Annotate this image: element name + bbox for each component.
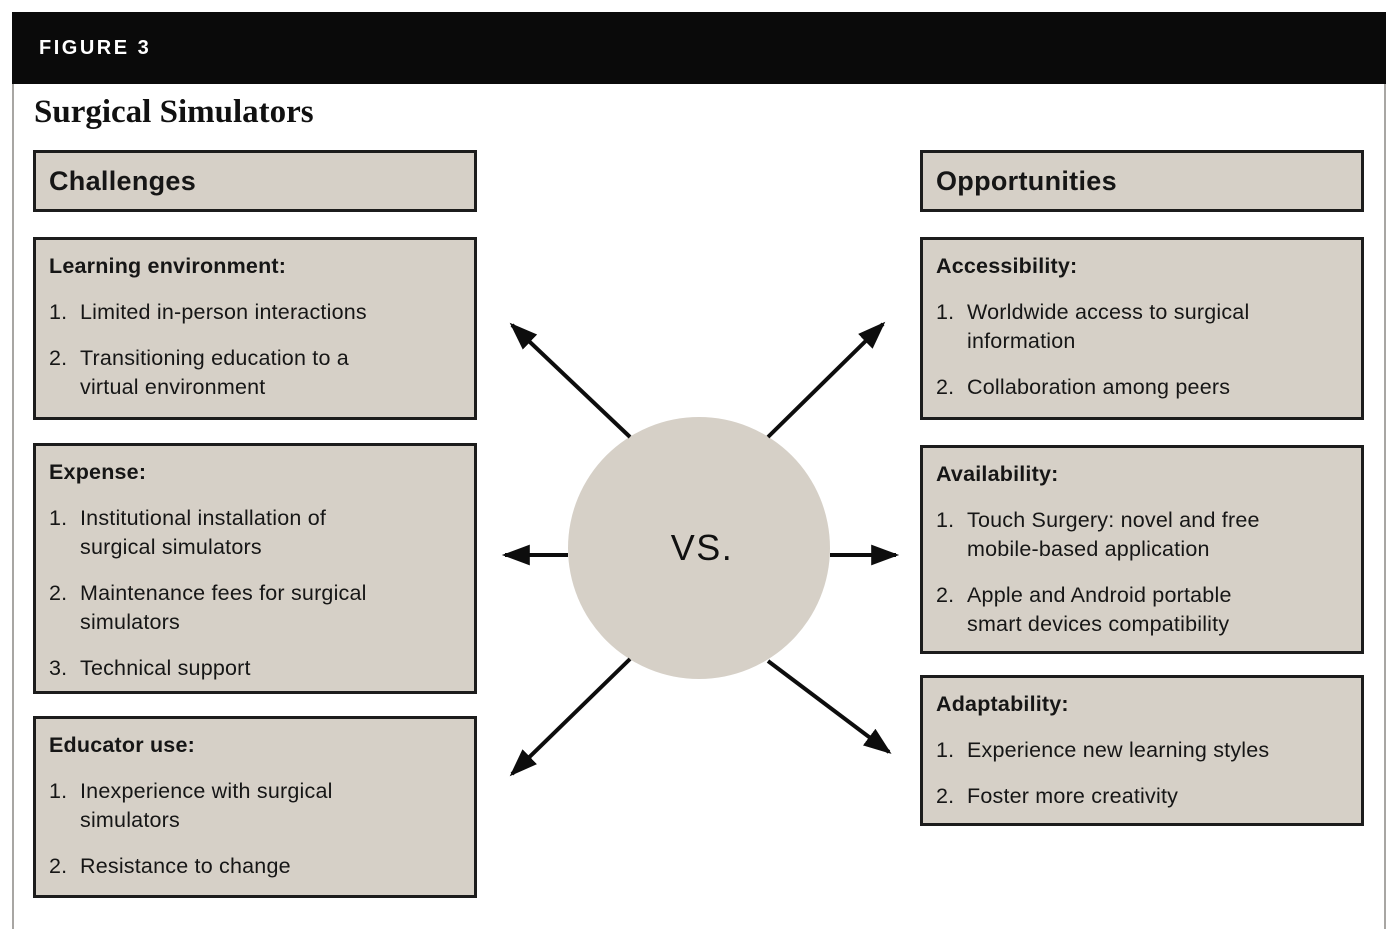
opportunity-box-accessibility: Accessibility: 1. Worldwide access to su…	[920, 237, 1364, 420]
list-item-text: Institutional installation of surgical s…	[80, 506, 327, 559]
list-item-text: Limited in-person interactions	[80, 300, 367, 324]
opportunity-box-adaptability: Adaptability: 1. Experience new learning…	[920, 675, 1364, 826]
opportunities-header-label: Opportunities	[936, 165, 1117, 196]
vs-label: VS.	[670, 527, 734, 568]
list-item-text: Experience new learning styles	[967, 738, 1270, 762]
list-item: 2. Foster more creativity	[936, 782, 1347, 811]
list-item: 2. Maintenance fees for surgical simulat…	[49, 579, 460, 637]
frame-border-left	[12, 14, 14, 929]
list-item-text: Touch Surgery: novel and free mobile-bas…	[967, 508, 1260, 561]
challenge-box-learning-environment: Learning environment: 1. Limited in-pers…	[33, 237, 477, 420]
challenge-box-expense: Expense: 1. Institutional installation o…	[33, 443, 477, 694]
list-item-text: Transitioning education to a virtual env…	[80, 346, 349, 399]
figure-title: Surgical Simulators	[34, 94, 314, 130]
arrow-lower-right	[766, 659, 892, 754]
box-heading: Availability:	[936, 462, 1059, 486]
opportunities-header-box: Opportunities	[920, 150, 1364, 212]
opportunity-box-availability: Availability: 1. Touch Surgery: novel an…	[920, 445, 1364, 654]
challenge-box-educator-use: Educator use: 1. Inexperience with surgi…	[33, 716, 477, 898]
list-item-number: 2.	[936, 375, 955, 399]
list-item: 1. Worldwide access to surgical informat…	[936, 298, 1347, 356]
list-item-number: 1.	[936, 738, 955, 762]
frame-border-right	[1384, 14, 1386, 929]
list-item: 1. Experience new learning styles	[936, 736, 1347, 765]
list-item-number: 1.	[936, 508, 955, 532]
list-item: 2. Apple and Android portable smart devi…	[936, 581, 1347, 639]
box-heading: Expense:	[49, 460, 147, 484]
list-item: 1. Limited in-person interactions	[49, 298, 460, 327]
list-item-number: 1.	[49, 779, 68, 803]
list-item-text: Maintenance fees for surgical simulators	[80, 581, 367, 634]
list-item-text: Inexperience with surgical simulators	[80, 779, 333, 832]
list-item-number: 2.	[936, 583, 955, 607]
vs-circle: VS.	[568, 417, 830, 679]
list-item-number: 1.	[49, 300, 68, 324]
list-item: 2. Resistance to change	[49, 852, 460, 881]
list-item-number: 3.	[49, 656, 68, 680]
list-item-text: Worldwide access to surgical information	[967, 300, 1250, 353]
list-item-text: Technical support	[80, 656, 251, 680]
list-item: 2. Transitioning education to a virtual …	[49, 344, 460, 402]
challenges-header-label: Challenges	[49, 165, 197, 196]
list-item: 1. Touch Surgery: novel and free mobile-…	[936, 506, 1347, 564]
list-item: 3. Technical support	[49, 654, 460, 683]
list-item-number: 1.	[936, 300, 955, 324]
box-heading: Learning environment:	[49, 254, 287, 278]
list-item-text: Collaboration among peers	[967, 375, 1231, 399]
arrow-upper-left	[509, 322, 632, 439]
list-item-text: Apple and Android portable smart devices…	[967, 583, 1232, 636]
list-item-text: Resistance to change	[80, 854, 291, 878]
box-heading: Educator use:	[49, 733, 195, 757]
list-item-number: 2.	[49, 581, 68, 605]
list-item-number: 2.	[49, 346, 68, 370]
challenges-header-box: Challenges	[33, 150, 477, 212]
figure-label: FIGURE 3	[39, 36, 152, 59]
box-heading: Adaptability:	[936, 692, 1069, 716]
list-item: 2. Collaboration among peers	[936, 373, 1347, 402]
list-item-number: 2.	[936, 784, 955, 808]
list-item-text: Foster more creativity	[967, 784, 1179, 808]
list-item: 1. Inexperience with surgical simulators	[49, 777, 460, 835]
list-item-number: 1.	[49, 506, 68, 530]
arrow-lower-left	[509, 657, 632, 777]
arrow-upper-right	[766, 321, 886, 439]
list-item-number: 2.	[49, 854, 68, 878]
box-heading: Accessibility:	[936, 254, 1078, 278]
figure-header-bar: FIGURE 3	[12, 12, 1386, 84]
list-item: 1. Institutional installation of surgica…	[49, 504, 460, 562]
